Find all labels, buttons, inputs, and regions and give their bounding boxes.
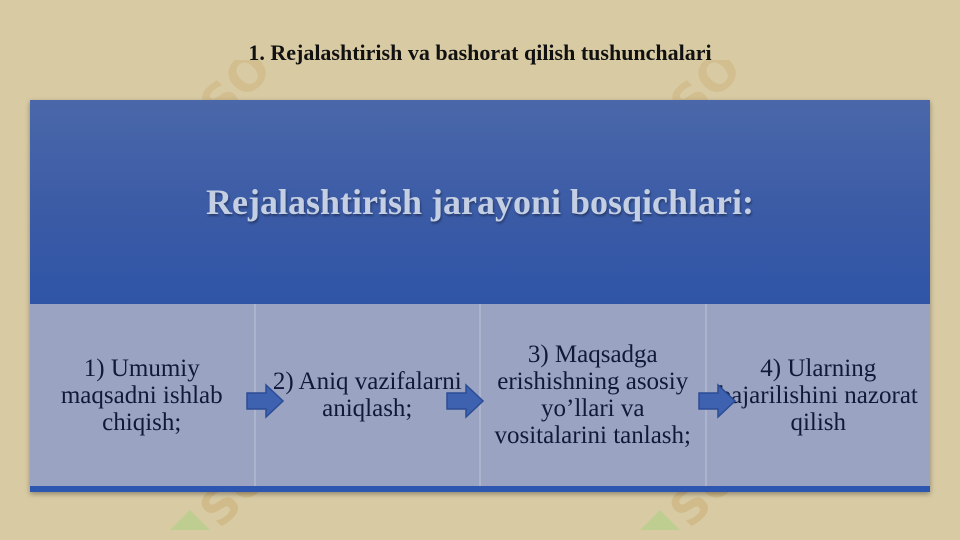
process-panel: Rejalashtirish jarayoni bosqichlari: 1) … <box>30 100 930 492</box>
step-4: 4) Ularning bajarilishini nazorat qilish <box>718 354 918 436</box>
right-arrow-icon <box>246 383 284 419</box>
slide-title: 1. Rejalashtirish va bashorat qilish tus… <box>248 40 712 65</box>
panel-heading: Rejalashtirish jarayoni bosqichlari: <box>205 182 754 222</box>
right-arrow-icon <box>698 383 736 419</box>
right-arrow-icon <box>446 383 484 419</box>
panel-header: Rejalashtirish jarayoni bosqichlari: <box>30 100 930 304</box>
step-2: 2) Aniq vazifalarni aniqlash; <box>256 304 481 486</box>
step-3: 3) Maqsadga erishishning asosiy yo’llari… <box>481 304 707 486</box>
steps-row: 1) Umumiy maqsadni ishlab chiqish; 2) An… <box>30 304 930 486</box>
panel-bottom-bar <box>30 486 930 492</box>
step-1: 1) Umumiy maqsadni ishlab chiqish; <box>30 304 256 486</box>
